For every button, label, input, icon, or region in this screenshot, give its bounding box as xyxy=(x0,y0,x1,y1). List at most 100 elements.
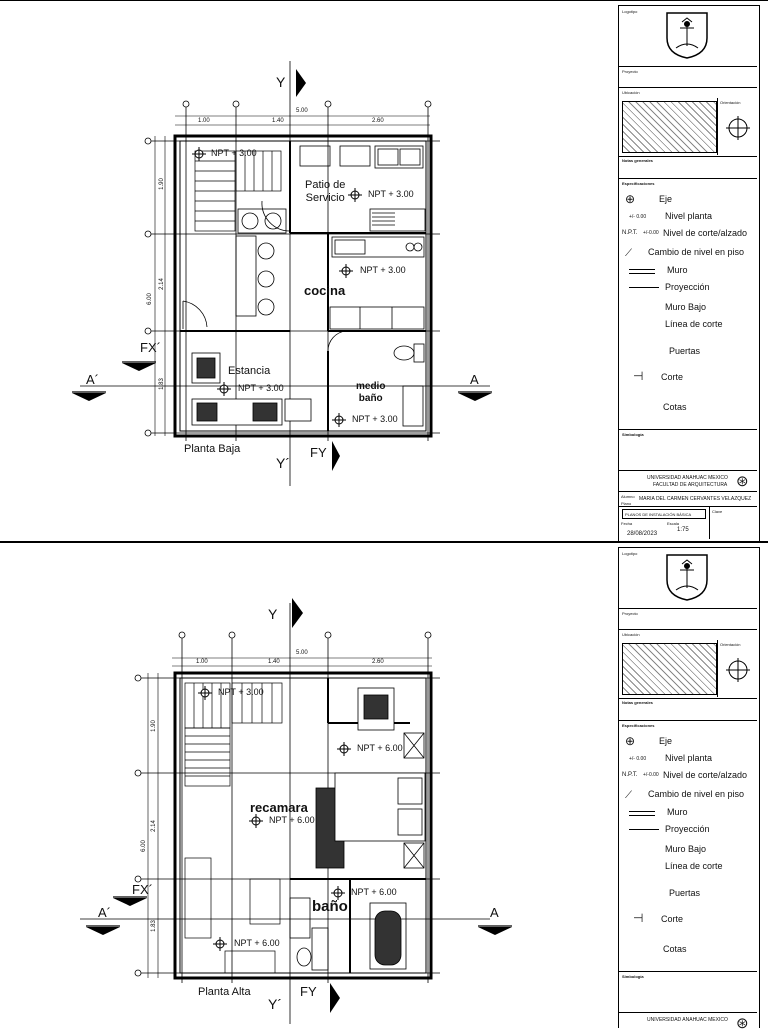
plano-value: PLANOS DE INSTALACIÓN BÁSICA xyxy=(625,512,692,517)
level-label: NPT + 6.00 xyxy=(269,815,315,825)
sheet-divider xyxy=(0,541,768,543)
title-block: Logotipo Proyecto Ubicación Orientación … xyxy=(618,547,760,1032)
escala-value: 1:75 xyxy=(677,527,689,533)
notes-area: Notas generales xyxy=(619,156,757,177)
level-label: NPT + 3.00 xyxy=(238,383,284,393)
level-label: NPT + 3.00 xyxy=(211,148,257,158)
legend-corte-icon: ⊣ xyxy=(633,369,644,383)
dim-v2: 2.14 xyxy=(158,278,165,290)
legend-npt-value: +/-0.00 xyxy=(643,772,659,778)
legend-cambio: Cambio de nivel en piso xyxy=(648,789,745,799)
level-label: NPT + 3.00 xyxy=(360,265,406,275)
location-box: Ubicación Orientación Notas generales xyxy=(619,630,757,721)
axis-label-y-prime: Y´ xyxy=(276,455,290,471)
orientacion-label: Orientación xyxy=(720,100,741,105)
legend-proyeccion: Proyección xyxy=(665,282,710,292)
sheet-planta-baja: Y Y´ A´ A FX´ FY 5.00 1.00 1.40 2.60 1.9… xyxy=(0,0,768,542)
axis-label-a: A xyxy=(490,905,499,920)
university-name: UNIVERSIDAD ANAHUAC MEXICO xyxy=(647,1017,728,1023)
dim-2: 1.40 xyxy=(272,118,284,124)
legend-proyeccion: Proyección xyxy=(665,824,710,834)
location-map xyxy=(622,101,717,153)
legend-puertas: Puertas xyxy=(669,888,701,898)
legend-linea-corte: Línea de corte xyxy=(665,319,723,329)
notas-label: Notas generales xyxy=(622,700,653,705)
legend-cotas: Cotas xyxy=(663,944,687,954)
level-label: NPT + 6.00 xyxy=(357,743,403,753)
logo-label: Logotipo xyxy=(622,551,638,556)
university-shield-icon xyxy=(666,554,708,601)
legend-muro-bajo: Muro Bajo xyxy=(665,844,707,854)
proyecto-label: Proyecto xyxy=(622,611,638,616)
legend-linea-corte: Línea de corte xyxy=(665,861,723,871)
project-box: Proyecto xyxy=(619,67,757,88)
university-box: UNIVERSIDAD ANAHUAC MEXICO FACULTAD DE A… xyxy=(619,471,757,492)
axis-label-a-prime: A´ xyxy=(86,372,99,387)
university-box: UNIVERSIDAD ANAHUAC MEXICO ⊛ xyxy=(619,1013,757,1033)
dim-v1: 1.90 xyxy=(150,720,157,732)
legend-eje-icon: ⊕ xyxy=(625,192,636,206)
especificaciones-label: Especificaciones xyxy=(622,181,655,186)
legend-corte-icon: ⊣ xyxy=(633,911,644,925)
legend-npt: N.P.T. xyxy=(622,230,638,236)
fecha-label: Fecha xyxy=(621,521,633,526)
room-label-patio: Patio de Servicio xyxy=(305,179,346,205)
legend-nivel-corte: Nivel de corte/alzado xyxy=(663,770,748,780)
floor-plan-planta-baja xyxy=(72,61,492,486)
legend-npt: N.P.T. xyxy=(622,772,638,778)
axis-label-a-prime: A´ xyxy=(98,905,111,920)
axis-label-a: A xyxy=(470,372,479,387)
axis-label-fx: FX´ xyxy=(132,882,153,897)
room-label-cocina: cocina xyxy=(304,283,346,298)
legend-corte: Corte xyxy=(661,372,684,382)
level-label: NPT + 6.00 xyxy=(234,938,280,948)
notas-label: Notas generales xyxy=(622,158,653,163)
legend-box: Especificaciones ⊕ Eje +/- 0.00 Nivel pl… xyxy=(619,179,757,430)
axis-label-y-prime: Y´ xyxy=(268,996,282,1012)
dim-3: 2.60 xyxy=(372,659,384,665)
location-box: Ubicación Orientación Notas generales xyxy=(619,88,757,179)
project-box: Proyecto xyxy=(619,609,757,630)
fecha-value: 28/08/2023 xyxy=(627,531,658,537)
legend-cambio: Cambio de nivel en piso xyxy=(648,247,745,257)
legend-corte: Corte xyxy=(661,914,684,924)
orientation-box: Orientación xyxy=(717,98,758,155)
plan-title: Planta Alta xyxy=(198,986,251,998)
north-arrow-icon xyxy=(726,658,750,682)
logo-box: Logotipo xyxy=(619,548,757,609)
legend-eje: Eje xyxy=(659,194,673,204)
dim-3: 2.60 xyxy=(372,118,384,124)
legend-muro-symbol xyxy=(629,269,655,274)
legend-puertas: Puertas xyxy=(669,346,701,356)
legend-nivel-value: +/- 0.00 xyxy=(629,756,647,762)
plano-field: PLANOS DE INSTALACIÓN BÁSICA xyxy=(622,509,706,519)
room-label-bano: baño xyxy=(312,898,348,915)
level-label: NPT + 3.00 xyxy=(368,189,414,199)
student-box: Alumno MARIA DEL CARMEN CERVANTES VELAZQ… xyxy=(619,492,757,507)
legend-nivel-corte: Nivel de corte/alzado xyxy=(663,228,748,238)
legend-cambio-icon: ⟋ xyxy=(625,248,632,259)
clave-field: Clave xyxy=(709,507,756,539)
university-logo-icon: ⊛ xyxy=(736,1015,749,1032)
dim-v1: 1.90 xyxy=(158,178,165,190)
legend-nivel-planta: Nivel planta xyxy=(665,753,713,763)
ubicacion-label: Ubicación xyxy=(622,90,640,95)
legend-eje: Eje xyxy=(659,736,673,746)
orientacion-label: Orientación xyxy=(720,642,741,647)
dim-v2: 2.14 xyxy=(150,820,157,832)
legend-proyeccion-symbol xyxy=(629,287,659,288)
university-logo-icon: ⊛ xyxy=(736,473,749,490)
legend-box: Especificaciones ⊕ Eje +/- 0.00 Nivel pl… xyxy=(619,721,757,972)
dim-total: 5.00 xyxy=(296,108,308,114)
university-shield-icon xyxy=(666,12,708,59)
room-label-recamara: recamara xyxy=(250,800,308,815)
level-label: NPT + 3.00 xyxy=(352,414,398,424)
north-arrow-icon xyxy=(726,116,750,140)
floor-plan-planta-alta xyxy=(80,598,512,1024)
orientation-box: Orientación xyxy=(717,640,758,697)
title-block: Logotipo Proyecto Ubicación Orientación … xyxy=(618,5,760,542)
dim-v3: 6.00 xyxy=(140,840,147,852)
notes-area: Notas generales xyxy=(619,698,757,719)
axis-label-fx: FX´ xyxy=(140,340,161,355)
dim-1: 1.00 xyxy=(196,659,208,665)
